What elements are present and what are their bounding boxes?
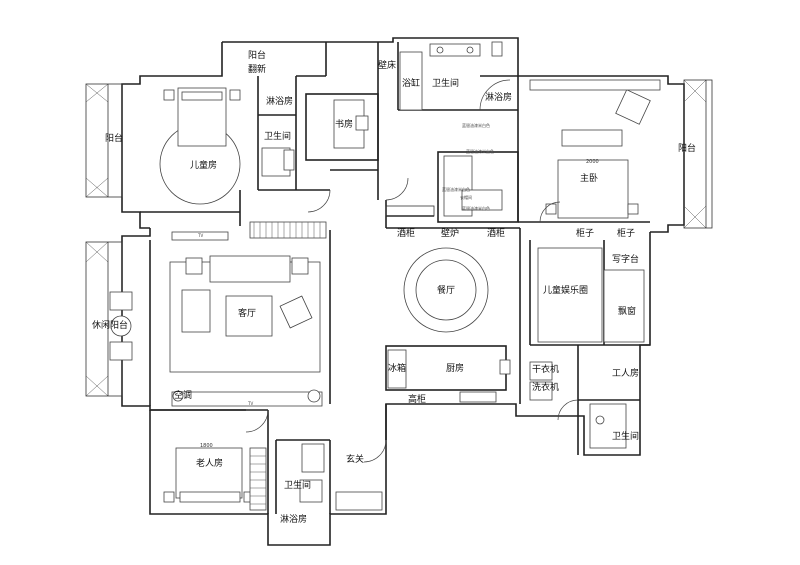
label-cabinet-1: 柜子: [576, 229, 595, 239]
note-1: 蓝银油漆米白色: [462, 123, 490, 128]
room-label-shower-left: 淋浴房: [266, 97, 294, 107]
label-wine-cabinet-right: 酒柜: [487, 229, 506, 239]
room-label-kitchen: 厨房: [446, 364, 465, 374]
label-desk: 写字台: [612, 255, 640, 265]
dimension-elder: 1800: [200, 443, 213, 449]
room-label-master-bath: 卫生间: [432, 79, 460, 89]
room-label-bath-bottom: 卫生间: [284, 481, 312, 491]
room-label-bath-left: 卫生间: [264, 132, 292, 142]
label-tall-cabinet: 高柜: [408, 395, 427, 405]
note-2: 蓝银油漆米白色: [466, 149, 494, 154]
room-label-leisure-balcony: 休闲阳台: [92, 321, 129, 331]
label-wine-cabinet-left: 酒柜: [397, 229, 416, 239]
room-label-study: 书房: [335, 120, 354, 130]
label-tv-top: TV: [198, 233, 204, 238]
furniture: [109, 41, 661, 511]
label-washer: 洗衣机: [532, 383, 560, 393]
label-tv-bottom: TV: [248, 401, 254, 406]
label-fireplace: 壁炉: [441, 229, 460, 239]
room-label-master-shower: 淋浴房: [485, 93, 513, 103]
room-label-kids-play: 儿童娱乐圈: [543, 286, 589, 296]
room-label-childrens-room: 儿童房: [190, 161, 218, 171]
room-label-elder-room: 老人房: [196, 459, 224, 469]
room-label-dining: 餐厅: [437, 286, 456, 296]
room-label-maid-room: 工人房: [612, 369, 640, 379]
label-aircon: 空调: [174, 391, 193, 401]
room-label-master-bedroom: 主卧: [580, 174, 599, 184]
label-fridge: 冰箱: [388, 364, 407, 374]
room-label-balcony-renovate-1: 阳台: [248, 51, 267, 61]
room-label-wall-bed: 壁床: [378, 61, 397, 71]
note-4: 蓝银油漆米白色: [462, 206, 490, 211]
room-label-balcony-right: 阳台: [678, 144, 697, 154]
note-5: 衣帽间: [460, 195, 472, 200]
room-label-entrance: 玄关: [346, 455, 365, 465]
room-label-living: 客厅: [238, 309, 257, 319]
room-label-balcony-left: 阳台: [105, 134, 124, 144]
label-cabinet-2: 柜子: [617, 229, 636, 239]
room-label-maid-bath: 卫生间: [612, 432, 640, 442]
label-dryer: 干衣机: [532, 365, 560, 375]
room-label-shower-bottom: 淋浴房: [280, 515, 308, 525]
room-label-bathtub: 浴缸: [402, 79, 421, 89]
room-label-balcony-renovate-2: 翻新: [248, 65, 267, 75]
note-3: 蓝银油漆米白色: [442, 187, 470, 192]
label-bay-window: 飘窗: [618, 307, 637, 317]
dimension-master: 2000: [586, 159, 599, 165]
